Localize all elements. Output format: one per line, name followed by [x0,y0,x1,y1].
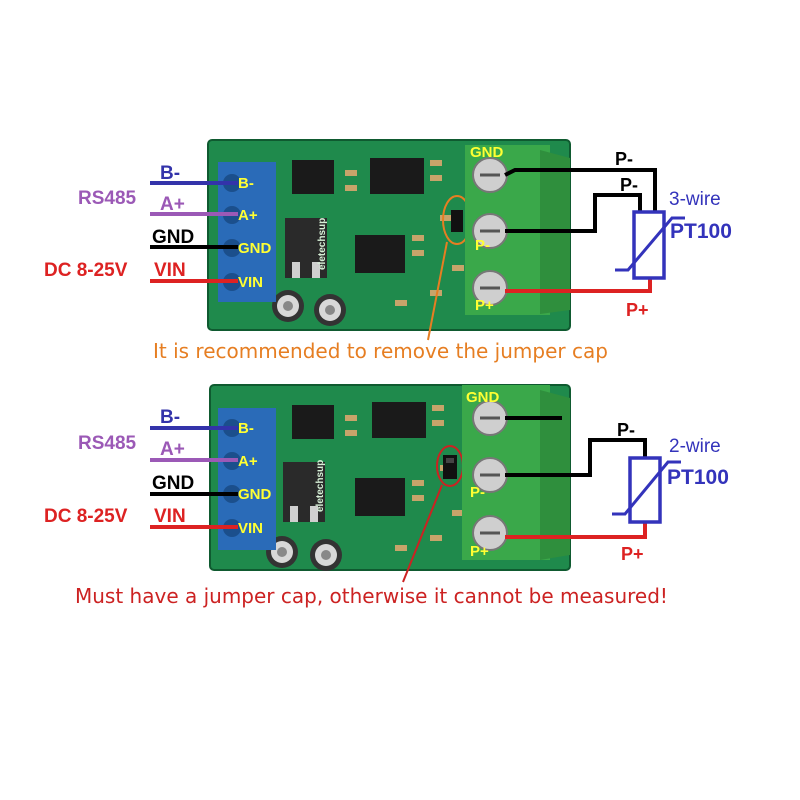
bottom-label-dc: DC 8-25V [44,506,128,527]
bottom-label-rs485: RS485 [78,433,137,454]
bottom-label-b: B- [160,407,180,428]
top-wire-pminus-1 [504,168,657,212]
top-pt100-icon [615,210,685,280]
bottom-term-a: A+ [238,453,258,470]
bottom-screw-pplus [472,515,508,551]
top-screw-pminus [472,213,508,249]
top-term-b: B- [238,175,254,192]
bottom-wire-pminus [505,438,647,477]
top-wire-pplus [505,278,652,293]
bottom-capacitor-2 [310,539,342,571]
bottom-term-gnd: GND [238,486,272,503]
top-label-vin: VIN [154,260,186,281]
top-chip-u1 [292,160,334,194]
bottom-chip-u1 [292,405,334,439]
bottom-screw-pminus [472,457,508,493]
bottom-sensor-name: PT100 [667,466,729,489]
top-chip-u3 [355,235,405,273]
bottom-pt100-icon [612,456,681,524]
top-wirelabel-pminus-2: P- [620,175,638,195]
top-term-a: A+ [238,207,258,224]
top-jumper-header [451,210,463,232]
bottom-screw-gnd [472,400,508,436]
top-capacitor-2 [314,294,346,326]
bottom-label-vin: VIN [154,506,186,527]
top-silk-brand: eletechsup [317,218,328,270]
bottom-wirelabel-pplus: P+ [621,544,644,564]
top-capacitor-1 [272,290,304,322]
bottom-chip-u2 [372,402,426,438]
bottom-wire-pplus [505,522,647,539]
bottom-label-a: A+ [160,439,185,460]
top-label-dc: DC 8-25V [44,260,128,281]
top-term-gnd: GND [238,240,272,257]
top-diagram: eletechsup B- A+ GND VIN GND P- P+ [44,139,732,363]
bottom-silk-brand: eletechsup [315,460,326,512]
top-sensor-name: PT100 [670,220,732,243]
top-screw-gnd [472,157,508,193]
top-label-a: A+ [160,194,185,215]
bottom-label-gnd: GND [152,473,194,494]
bottom-term-b: B- [238,420,254,437]
top-term-vin: VIN [238,274,263,291]
top-screw-pplus [472,270,508,306]
bottom-chip-u3 [355,478,405,516]
top-chip-u2 [370,158,424,194]
bottom-sensor-mode: 2-wire [669,436,721,457]
top-sensor-mode: 3-wire [669,189,721,210]
top-wirelabel-pminus-1: P- [615,149,633,169]
top-rterm-pplus: P+ [475,297,494,314]
bottom-diagram: eletechsup B- A+ GND VIN GND P- P+ [44,384,729,608]
bottom-term-vin: VIN [238,520,263,537]
top-label-gnd: GND [152,227,194,248]
top-label-b: B- [160,163,180,184]
bottom-wirelabel-pminus: P- [617,420,635,440]
top-label-rs485: RS485 [78,188,137,209]
bottom-rterm-pplus: P+ [470,543,489,560]
bottom-rterm-pminus: P- [470,484,485,501]
top-rterm-pminus: P- [475,237,490,254]
top-wire-pminus-2 [505,193,642,233]
bottom-rterm-gnd: GND [466,389,500,406]
bottom-note: Must have a jumper cap, otherwise it can… [75,584,668,608]
top-wirelabel-pplus: P+ [626,300,649,320]
top-rterm-gnd: GND [470,144,504,161]
top-note: It is recommended to remove the jumper c… [153,339,608,363]
